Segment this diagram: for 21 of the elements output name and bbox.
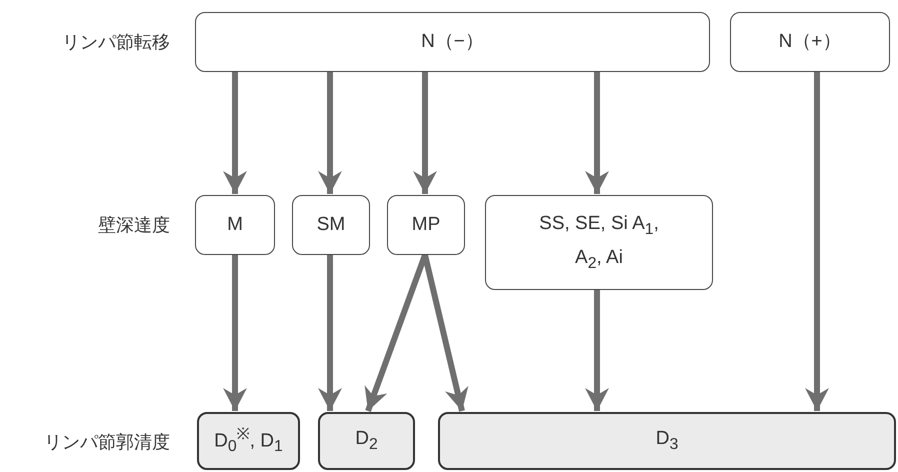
row-label: 壁深達度 [97, 214, 170, 237]
category-box: SS, SE, Si A$_{1}$, A$_{2}$, Ai [485, 195, 713, 290]
category-box: N（+） [730, 12, 890, 72]
arrow [413, 72, 437, 194]
arrow [318, 255, 342, 411]
category-box: SM [292, 195, 370, 255]
category-box: D$_{3}$ [438, 412, 896, 470]
row-label: リンパ節転移 [61, 31, 170, 54]
category-box: D$_{2}$ [318, 412, 415, 470]
category-box: M [195, 195, 275, 255]
arrow [805, 72, 829, 411]
arrow [585, 290, 609, 411]
arrow [223, 255, 247, 411]
arrow [318, 72, 342, 194]
arrow [223, 72, 247, 194]
row-label: リンパ節郭清度 [43, 431, 170, 454]
arrow [585, 72, 609, 194]
category-box: N（−） [195, 12, 710, 72]
category-box: MP [387, 195, 465, 255]
arrow [422, 254, 468, 412]
category-box: D$_{0}$$^{※}$, D$_{1}$ [197, 412, 300, 470]
